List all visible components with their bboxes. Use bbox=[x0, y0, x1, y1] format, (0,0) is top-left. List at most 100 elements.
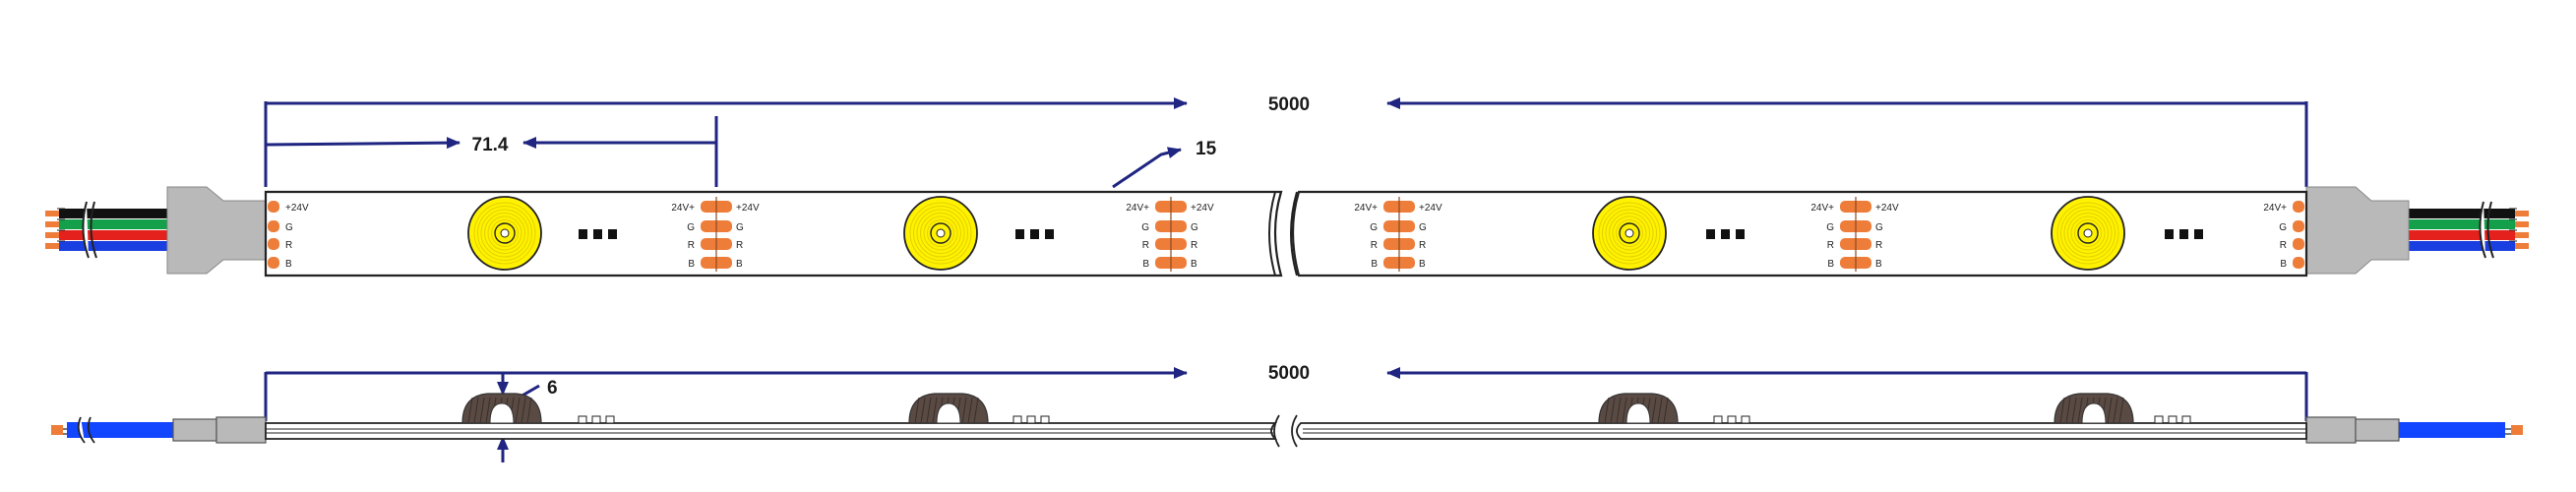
wire-tip bbox=[45, 243, 59, 249]
strip-break-icon bbox=[2479, 201, 2486, 259]
ellipsis-dots: ... bbox=[1706, 229, 1745, 239]
ellipsis-dots: ... bbox=[1015, 229, 1054, 239]
pad-label: 24V+ bbox=[671, 203, 695, 214]
wire bbox=[59, 219, 169, 229]
pad-label: +24V bbox=[285, 203, 309, 214]
pad-label: R bbox=[1191, 240, 1197, 251]
side-left-cable bbox=[51, 416, 267, 444]
pad-label: R bbox=[1371, 240, 1378, 251]
pad-label: R bbox=[1419, 240, 1426, 251]
solder-pad bbox=[268, 220, 279, 232]
wire-tip bbox=[45, 232, 59, 238]
pad-label: B bbox=[1875, 259, 1882, 270]
solder-pad bbox=[2293, 238, 2304, 250]
pad-label: G bbox=[1370, 222, 1378, 233]
pad-label: G bbox=[736, 222, 744, 233]
ellipsis-dots: ... bbox=[2165, 229, 2203, 239]
pad-label: 24V+ bbox=[1354, 203, 1378, 214]
pitch-dimension: 71.4 bbox=[265, 116, 718, 187]
pad-label: G bbox=[2279, 222, 2287, 233]
right-wire-bundle bbox=[2407, 201, 2529, 259]
side-right-cable bbox=[2305, 416, 2523, 444]
solder-pad bbox=[268, 201, 279, 213]
wire bbox=[59, 230, 169, 240]
left-wire-bundle bbox=[45, 201, 169, 259]
pad-label: G bbox=[1826, 222, 1834, 233]
wire bbox=[59, 209, 169, 218]
pad-label: B bbox=[1371, 259, 1378, 270]
pad-label: G bbox=[1191, 222, 1198, 233]
strip-top-right bbox=[1291, 190, 2308, 277]
pad-label: B bbox=[2280, 259, 2287, 270]
wire bbox=[2407, 209, 2515, 218]
led-side-profile bbox=[908, 393, 989, 424]
ellipsis-dots bbox=[1713, 415, 1750, 424]
top-dimension-5000: 5000 bbox=[264, 94, 2308, 187]
pad-label: B bbox=[1191, 259, 1197, 270]
strip-break-icon bbox=[1268, 191, 1298, 277]
ellipsis-dots bbox=[2154, 415, 2191, 424]
wire-tip bbox=[2515, 211, 2529, 216]
pad-label: G bbox=[1419, 222, 1427, 233]
solder-pad bbox=[268, 257, 279, 269]
pad-label: G bbox=[1141, 222, 1149, 233]
wire-tip bbox=[2515, 243, 2529, 249]
smd-led-icon bbox=[2051, 196, 2125, 271]
pad-label: B bbox=[1419, 259, 1426, 270]
pad-label: B bbox=[1827, 259, 1834, 270]
pad-label: +24V bbox=[1191, 203, 1214, 214]
side-strip bbox=[265, 414, 2307, 448]
pad-label: R bbox=[1875, 240, 1882, 251]
solder-pad bbox=[2293, 220, 2304, 232]
wire-tip bbox=[2515, 232, 2529, 238]
strip-break-icon bbox=[82, 201, 90, 259]
pad-label: G bbox=[687, 222, 695, 233]
wire-tip bbox=[2515, 221, 2529, 227]
right-connector bbox=[2305, 186, 2410, 275]
solder-pad bbox=[268, 238, 279, 250]
smd-led-icon bbox=[903, 196, 978, 271]
ellipsis-dots bbox=[1012, 415, 1050, 424]
pad-label: +24V bbox=[1419, 203, 1442, 214]
wire bbox=[2407, 241, 2515, 251]
pad-label: R bbox=[688, 240, 695, 251]
wire bbox=[2407, 219, 2515, 229]
led-side-profile bbox=[1598, 393, 1679, 424]
led-height-label: 6 bbox=[547, 378, 558, 399]
side-dimension-5000: 5000 bbox=[264, 363, 2308, 421]
pad-label: G bbox=[1875, 222, 1883, 233]
wire bbox=[2407, 230, 2515, 240]
ellipsis-dots: ... bbox=[579, 229, 617, 239]
wire-tip bbox=[45, 211, 59, 216]
wire-tip bbox=[45, 221, 59, 227]
pad-label: B bbox=[285, 259, 292, 270]
pad-label: R bbox=[285, 240, 292, 251]
pad-label: 24V+ bbox=[1126, 203, 1149, 214]
pad-label: R bbox=[1142, 240, 1149, 251]
segment-pitch-label: 71.4 bbox=[472, 135, 509, 155]
pad-label: G bbox=[285, 222, 293, 233]
solder-pad bbox=[2293, 257, 2304, 269]
pad-label: B bbox=[1142, 259, 1149, 270]
led-side-profile bbox=[2054, 393, 2134, 424]
pad-label: B bbox=[688, 259, 695, 270]
pad-label: +24V bbox=[1875, 203, 1899, 214]
total-length-top-label: 5000 bbox=[1268, 94, 1310, 115]
left-connector bbox=[166, 186, 267, 275]
pad-label: R bbox=[1827, 240, 1834, 251]
smd-led-icon bbox=[1592, 196, 1667, 271]
smd-led-icon bbox=[467, 196, 542, 271]
pad-label: B bbox=[736, 259, 743, 270]
pad-label: 24V+ bbox=[1810, 203, 1834, 214]
total-length-side-label: 5000 bbox=[1268, 363, 1310, 384]
pad-label: +24V bbox=[736, 203, 760, 214]
wire bbox=[59, 241, 169, 251]
led-side-profile bbox=[461, 393, 542, 424]
ellipsis-dots bbox=[578, 415, 615, 424]
pad-label: R bbox=[736, 240, 743, 251]
solder-pad bbox=[2293, 201, 2304, 213]
strip-width-label: 15 bbox=[1196, 139, 1217, 159]
pad-label: 24V+ bbox=[2263, 203, 2287, 214]
pad-label: R bbox=[2280, 240, 2287, 251]
